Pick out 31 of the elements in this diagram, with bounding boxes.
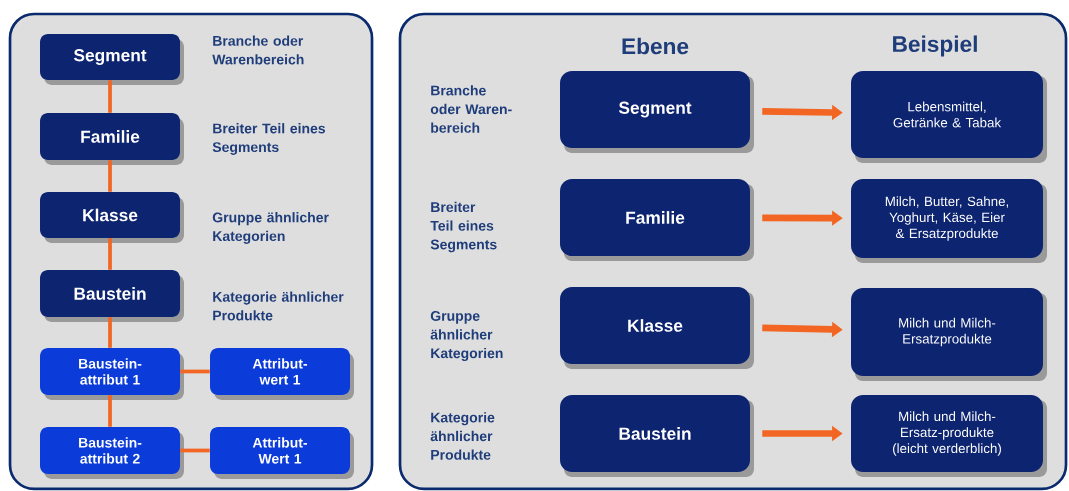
attribute-box: Attribut- Wert 1: [210, 427, 354, 479]
description-text: Gruppe ähnlicher Kategorien: [430, 310, 503, 362]
description-text: Kategorie ähnlicher Produkte: [430, 412, 495, 460]
connector-line: [108, 317, 112, 348]
connector-line: [108, 160, 112, 192]
connector-line: [180, 448, 210, 453]
connector-line: [108, 80, 112, 113]
connector-line: [180, 369, 210, 374]
level-box: Segment: [40, 34, 184, 85]
level-box: Baustein: [560, 394, 754, 477]
attribute-box: Attribut- wert 1: [210, 348, 354, 400]
description-text: Gruppe ähnlicher Kategorien: [212, 212, 329, 244]
level-box: Klasse: [560, 286, 754, 369]
description-text: Breiter Teil eines Segments: [212, 123, 326, 155]
example-box: Milch und Milch- Ersatzprodukte: [851, 288, 1047, 381]
connector-line: [108, 395, 112, 427]
description-text: Branche oder Warenbereich: [212, 35, 304, 65]
example-box: Lebensmittel, Getränke & Tabak: [851, 71, 1047, 163]
level-box: Familie: [40, 113, 184, 165]
example-box: Milch und Milch- Ersatz-produkte (leicht verderblich): [851, 394, 1047, 477]
attribute-box: Baustein- attribut 2: [40, 427, 184, 479]
description-text: Kategorie ähnlicher Produkte: [213, 291, 344, 321]
level-box: Familie: [560, 178, 754, 261]
connector-line: [108, 238, 112, 270]
attribute-box: Baustein- attribut 1: [40, 348, 184, 400]
level-box: Klasse: [40, 192, 184, 243]
description-text: Breiter Teil eines Segments: [430, 201, 497, 253]
level-box: Segment: [560, 70, 754, 153]
description-text: Branche oder Waren- bereich: [430, 85, 512, 133]
level-box: Baustein: [40, 270, 184, 322]
example-box: Milch, Butter, Sahne, Yoghurt, Käse, Eier & Ersatzprodukte: [851, 179, 1047, 263]
